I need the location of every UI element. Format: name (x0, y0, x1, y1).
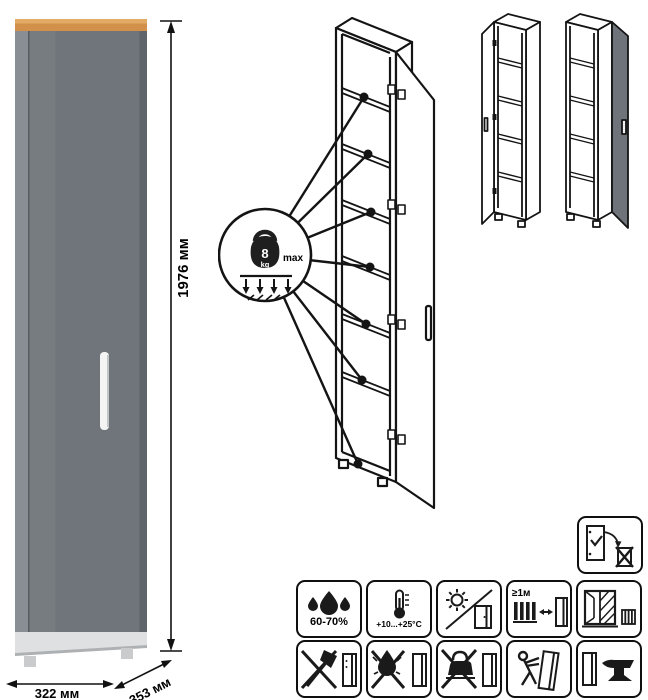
careful-move-icon (517, 650, 560, 691)
hinges (387, 84, 406, 445)
depth-dimension-label: 353 мм (127, 674, 174, 700)
height-dimension: 1976 мм (160, 20, 192, 652)
distance-arrow (539, 609, 553, 615)
temperature-label: +10...+25°C (376, 619, 422, 630)
cabinet-glyph (582, 652, 597, 686)
max-label: max (283, 253, 303, 264)
cabinet-line-drawing (334, 16, 436, 510)
cabinet-glyph (555, 597, 568, 627)
height-dimension-label: 1976 мм (175, 238, 192, 298)
sunlight-pictogram (436, 580, 502, 638)
heat-distance-icon: ≥1м (512, 588, 568, 627)
shelf-pointer-dots (353, 92, 376, 469)
open-door (394, 50, 436, 510)
weight-unit: kg (261, 260, 270, 269)
no-iron-icon (440, 648, 497, 690)
right-hinged-variant-drawing (565, 13, 629, 229)
humidity-label: 60-70% (310, 615, 348, 628)
sun-shade-icon (445, 589, 493, 630)
no-water-pictogram (366, 640, 432, 698)
left-hinged-variant-drawing (481, 13, 541, 228)
radiator-icon (513, 602, 537, 623)
care-row-handling (296, 640, 642, 698)
load-arrows (240, 274, 292, 301)
gray-open-door (611, 21, 629, 229)
anvil-icon (582, 652, 634, 686)
cabinet-glyph (537, 650, 560, 691)
width-dimension-label: 322 мм (35, 686, 80, 700)
cabinet-glyph (474, 605, 492, 629)
hinge-marks (492, 40, 497, 194)
person-glyph (517, 650, 540, 686)
no-water-icon (370, 650, 427, 689)
window-vent-icon (582, 589, 636, 628)
anvil-glyph (602, 659, 634, 681)
window-pictogram (576, 580, 642, 638)
hatched-pane (599, 590, 616, 625)
vent-grille-icon (621, 609, 636, 625)
no-axe-icon (300, 649, 357, 690)
cabinet-photo: 1976 мм 322 мм 353 мм (6, 19, 192, 700)
door-handle-drawing (424, 304, 433, 342)
no-heavy-load-pictogram (576, 640, 642, 698)
cabinet-photo-body (15, 19, 147, 667)
water-drops-icon (308, 590, 350, 615)
cabinet-glyph (342, 653, 357, 687)
care-row-environment: 60-70% +10...+25°C (296, 580, 642, 638)
door-rehang-pictogram (577, 516, 643, 574)
distance-label: ≥1м (512, 588, 530, 599)
load-limit-callout: 8 kg max (218, 207, 313, 303)
cabinet-glyph (482, 653, 497, 687)
door-handle (100, 352, 109, 430)
heat-distance-pictogram: ≥1м (506, 580, 572, 638)
open-sash (584, 590, 595, 625)
cabinet-glyph (412, 653, 427, 687)
humidity-pictogram: 60-70% (296, 580, 362, 638)
temperature-pictogram: +10...+25°C (366, 580, 432, 638)
depth-dimension: 353 мм (114, 660, 173, 700)
weight-value: 8 (261, 246, 268, 261)
thermometer-icon (394, 589, 409, 619)
door-rehang-icon (586, 525, 634, 568)
shelf-load-diagram: 8 kg max (218, 16, 436, 510)
careful-move-pictogram (506, 640, 572, 698)
kettlebell-weight-icon (250, 229, 280, 268)
sun-icon (446, 589, 468, 611)
no-impact-pictogram (296, 640, 362, 698)
width-dimension: 322 мм (6, 680, 114, 700)
no-iron-pictogram (436, 640, 502, 698)
